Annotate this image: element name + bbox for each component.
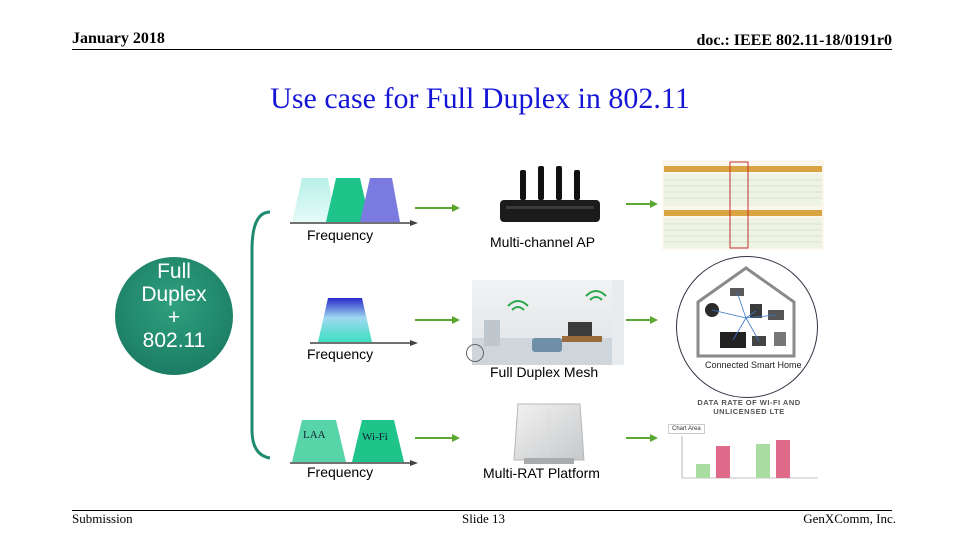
mesh-room-image xyxy=(472,280,624,365)
band-wifi-label: Wi-Fi xyxy=(362,431,388,443)
right-arrows xyxy=(626,200,658,442)
data-rate-tables-image xyxy=(662,160,824,250)
hub-label: Full Duplex + 802.11 xyxy=(100,260,248,352)
hub-circle xyxy=(115,257,233,375)
hub-line-3: + xyxy=(167,306,181,329)
router-icon xyxy=(500,166,600,222)
multirat-device-icon xyxy=(513,403,585,464)
smart-home-caption: Connected Smart Home xyxy=(705,360,802,370)
smart-home-icon xyxy=(696,266,796,358)
multichannel-bands xyxy=(290,178,418,226)
header-doc-id: doc.: IEEE 802.11-18/0191r0 xyxy=(696,32,892,49)
smart-home-ring xyxy=(676,256,818,398)
slide-title: Use case for Full Duplex in 802.11 xyxy=(270,82,690,115)
data-rate-chart-image xyxy=(681,436,818,479)
header-date: January 2018 xyxy=(72,30,165,47)
hub-line-4: 802.11 xyxy=(142,329,206,352)
row1-device-label: Multi-channel AP xyxy=(490,234,596,250)
header-rule xyxy=(72,49,892,50)
row1-frequency-label: Frequency xyxy=(307,227,374,243)
chart-area-label: Chart Area xyxy=(668,424,705,434)
hub-line-1: Full xyxy=(157,260,191,283)
connector-lines xyxy=(250,204,460,460)
chart-image-title: DATA RATE OF WI-FI AND UNLICENSED LTE xyxy=(684,398,814,416)
hub-line-2: Duplex xyxy=(141,283,207,306)
mesh-band xyxy=(310,298,418,346)
row2-device-label: Full Duplex Mesh xyxy=(490,364,599,380)
chart-image-title-line1: DATA RATE OF WI-FI AND xyxy=(697,398,801,407)
footer-company: GenXComm, Inc. xyxy=(803,511,896,526)
row3-frequency-label: Frequency xyxy=(307,464,374,480)
multirat-bands xyxy=(290,420,418,466)
row3-device-label: Multi-RAT Platform xyxy=(483,465,600,481)
chart-image-title-line2: UNLICENSED LTE xyxy=(713,407,785,416)
footer-slide-number: Slide 13 xyxy=(462,511,505,526)
footer-submission: Submission xyxy=(72,511,133,526)
row2-frequency-label: Frequency xyxy=(307,346,374,362)
footer-rule xyxy=(72,510,892,511)
band-laa-label: LAA xyxy=(303,429,326,441)
globe-icon xyxy=(466,344,484,362)
